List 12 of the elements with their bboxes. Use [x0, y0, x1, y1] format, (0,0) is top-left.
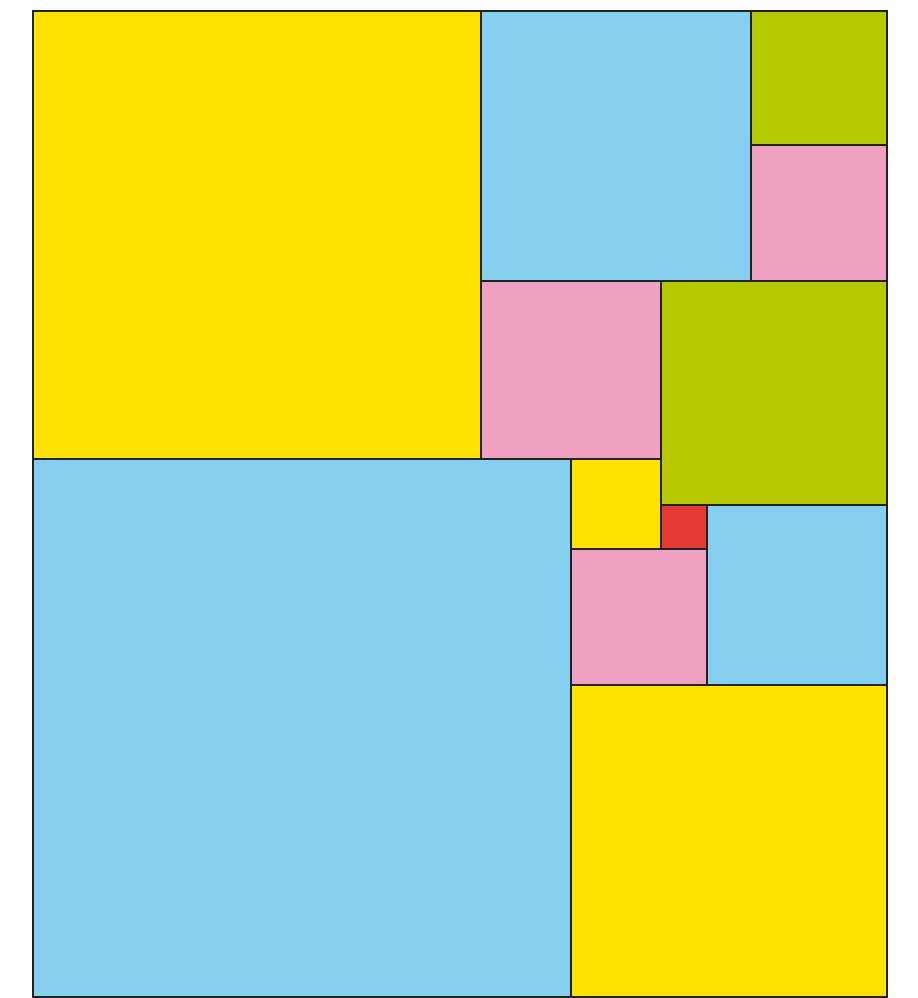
square: [570, 684, 888, 998]
square: [480, 10, 752, 282]
square: [706, 504, 888, 686]
square: [570, 458, 662, 550]
square: [660, 504, 708, 550]
square: [660, 280, 888, 506]
square: [570, 548, 708, 686]
square: [480, 280, 662, 460]
square: [750, 10, 888, 146]
square: [32, 10, 482, 460]
square: [32, 458, 572, 998]
square: [750, 144, 888, 282]
